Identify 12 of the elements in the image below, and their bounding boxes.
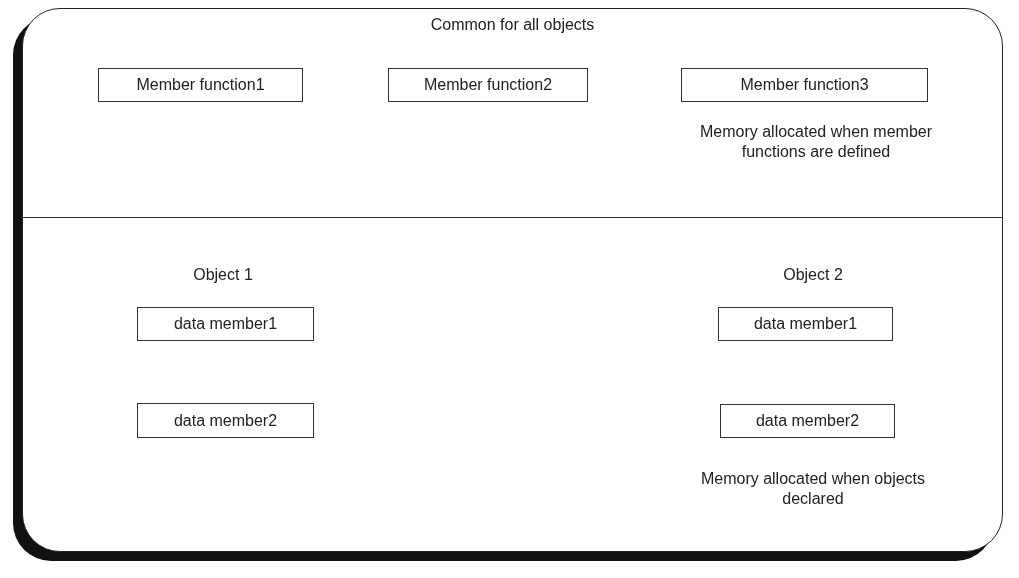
member-box: data member2 bbox=[137, 403, 314, 438]
member-box: data member1 bbox=[718, 307, 893, 341]
member-box: Member function3 bbox=[681, 68, 928, 102]
note: Memory allocated when member functions are defined bbox=[698, 122, 934, 162]
section-label: Object 2 bbox=[782, 265, 844, 285]
member-box: Member function2 bbox=[388, 68, 588, 102]
member-box: data member1 bbox=[137, 307, 314, 341]
section-label: Object 1 bbox=[192, 265, 254, 285]
member-box: data member2 bbox=[720, 404, 895, 438]
note: Memory allocated when objects declared bbox=[699, 469, 927, 509]
heading: Common for all objects bbox=[429, 15, 596, 35]
member-box: Member function1 bbox=[98, 68, 303, 102]
